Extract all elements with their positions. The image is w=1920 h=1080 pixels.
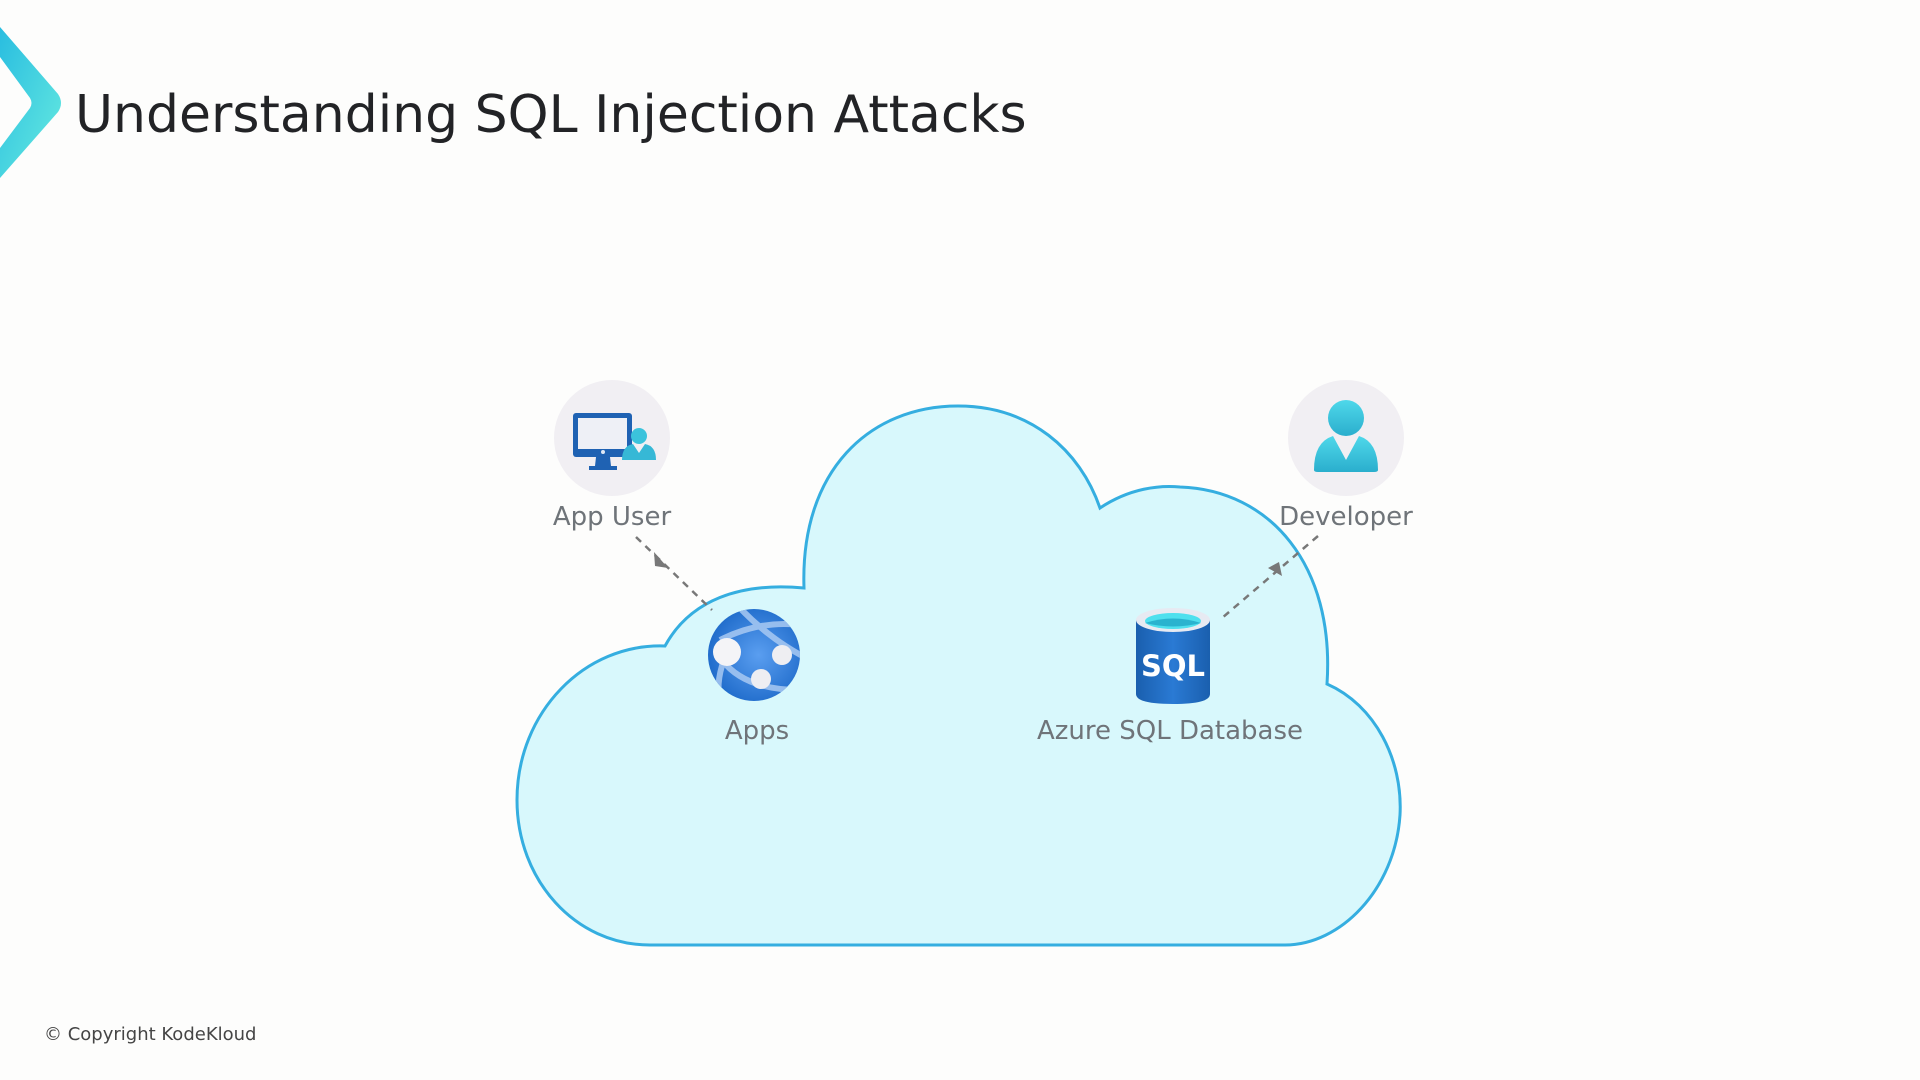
edge-developer-to-sql <box>1221 535 1319 619</box>
copyright-footer: © Copyright KodeKloud <box>44 1024 257 1045</box>
arrowhead-icon <box>1268 562 1282 576</box>
monitor-user-icon <box>573 413 656 470</box>
sql-icon-text: SQL <box>1141 649 1205 683</box>
slide-title: Understanding SQL Injection Attacks <box>75 85 1027 145</box>
edge-app-user-to-apps <box>635 536 713 611</box>
azure-sql-database-label: Azure SQL Database <box>1036 716 1304 746</box>
kodekloud-logo-chevron-icon <box>0 27 61 178</box>
app-user-label: App User <box>552 502 672 532</box>
apps-label: Apps <box>724 716 790 746</box>
azure-cloud-shape <box>515 404 1402 947</box>
developer-node[interactable] <box>1288 380 1404 496</box>
sql-database-icon: SQL <box>1136 608 1210 704</box>
developer-person-icon <box>1314 400 1378 472</box>
developer-label: Developer <box>1279 502 1413 532</box>
azure-sql-node[interactable]: SQL <box>1136 608 1210 704</box>
app-user-node[interactable] <box>554 380 670 496</box>
arrowhead-icon <box>654 552 668 568</box>
